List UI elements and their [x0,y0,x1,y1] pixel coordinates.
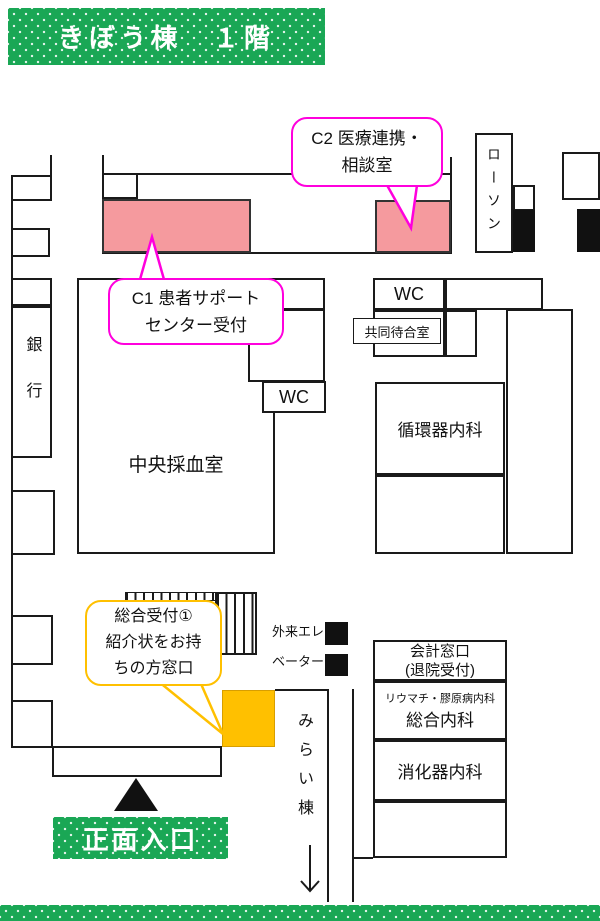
stairs [215,592,257,655]
entrance-triangle-icon [114,778,158,811]
callout-line: C1 患者サポート [131,288,261,308]
counter-c2-highlight [375,200,451,253]
callout-line: センター受付 [145,315,247,335]
room-box [445,278,543,310]
room-box [11,490,55,555]
down-arrow-icon [300,845,320,893]
room-box [373,801,507,858]
callout-line: 紹介状をお持 [105,634,202,651]
corridor-line [327,689,329,902]
wall-divider [248,308,325,311]
corner-room-box [562,152,600,200]
callout-line: ちの方窓口 [113,660,194,677]
room-accounting: 会計窓口 (退院受付) [373,640,507,681]
room-gastroenterology: 消化器内科 [373,740,507,801]
reception-desk-highlight [222,690,275,747]
corridor-line [352,689,354,902]
elevator-label-line: ベーター [272,654,325,669]
left-wall-line [11,175,13,747]
room-box [11,278,52,306]
callout-line: 相談室 [341,156,393,175]
callout-line: 総合受付① [114,608,193,625]
rheumatology-label: リウマチ・膠原病内科 [385,693,495,705]
room-wc-center: WC [262,381,326,413]
outpatient-elevator-label: 外来エレ ベーター [272,617,342,677]
general-internal-label: 総合内科 [406,711,474,730]
room-box [11,228,50,257]
room-box [11,700,53,748]
general-reception-callout: 総合受付① 紹介状をお持 ちの方窓口 [85,600,222,686]
accounting-line: 会計窓口 [409,642,470,660]
room-box [102,173,138,199]
corridor-line [275,689,327,691]
room-rheumatology-general: リウマチ・膠原病内科 総合内科 [373,681,507,740]
counter-c1-highlight [102,199,251,253]
elevator-block [325,622,348,645]
room-bank: 銀行 [11,306,52,458]
c1-callout: C1 患者サポート センター受付 [108,278,284,345]
callout-line: C2 医療連携・ [311,129,423,148]
room-box [445,310,477,357]
main-entrance-label: 正面入口 [53,817,228,859]
room-shared-waiting: 共同待合室 [353,318,441,344]
bottom-border-strip [0,905,600,921]
counter-base-line [102,252,452,254]
mirai-wing-label: みらい棟 [295,712,312,828]
room-box [11,615,53,665]
room-wc-right: WC [373,278,445,310]
wall-tick [102,155,104,174]
elevator-label-line: 外来エレ [272,624,325,639]
elevator-box [513,185,535,211]
corridor-line [352,857,373,859]
room-cardiology: 循環器内科 [375,382,505,475]
corridor-box [506,309,573,554]
accounting-line: (退院受付) [405,661,475,679]
elevator-block [577,209,600,252]
room-lawson: ローソン [475,133,513,253]
elevator-block [513,210,535,252]
entrance-lobby [52,746,222,777]
floor-title: きぼう棟 １階 [8,8,325,65]
top-wall-line [102,173,450,175]
room-box [11,175,52,201]
elevator-block [325,654,348,676]
room-box [375,475,505,554]
c2-callout: C2 医療連携・ 相談室 [291,117,443,187]
wall-tick [450,157,452,253]
wall-tick [50,155,52,175]
